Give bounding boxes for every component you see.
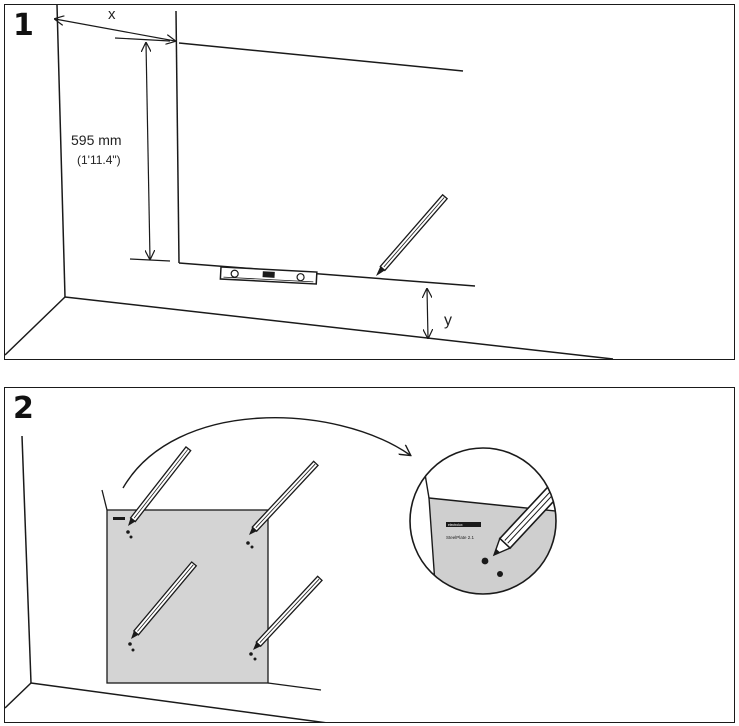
floor-corner-line <box>5 682 32 709</box>
wall-corner-line <box>56 5 66 298</box>
magnifier-circle-icon: electrolux SteelPlate 2.1 <box>409 447 557 595</box>
vertical-guide-line <box>175 10 180 264</box>
pencil-icon <box>128 446 192 526</box>
step-2-panel: 2 <box>4 387 735 723</box>
plate-floor-edge <box>267 682 322 691</box>
step-number: 1 <box>13 8 34 43</box>
floor-corner-line <box>5 296 66 356</box>
step-1-panel: 1 <box>4 4 735 360</box>
pencil-icon <box>253 575 323 650</box>
height-in-label: (1'11.4") <box>77 153 121 167</box>
pencil-icon <box>249 460 319 535</box>
step-2-illustration: electrolux SteelPlate 2.1 <box>5 417 557 722</box>
pencil-icon <box>492 456 556 557</box>
arrow-icon <box>122 417 410 489</box>
step-number: 2 <box>13 391 34 426</box>
step-1-illustration: x 595 mm (1'11.4") y <box>5 5 614 359</box>
zoom-brand-tag <box>446 522 481 527</box>
zoom-model-text: SteelPlate 2.1 <box>446 535 475 540</box>
y-dimension-arrow <box>427 289 428 338</box>
floor-line <box>64 296 614 359</box>
plate-brand-tag <box>113 517 125 520</box>
steel-plate <box>106 509 269 684</box>
floor-line <box>30 682 326 722</box>
x-label: x <box>108 6 116 23</box>
bottom-extension-line <box>129 258 171 262</box>
wall-corner-line <box>21 435 32 684</box>
mounting-holes <box>126 530 257 661</box>
x-dimension-arrow <box>55 19 175 41</box>
zoom-hole <box>481 557 489 565</box>
top-guide-line <box>178 42 464 72</box>
spirit-level-icon <box>219 266 318 285</box>
pencil-icon <box>131 561 198 639</box>
zoom-hole <box>497 571 503 577</box>
pencil-icon <box>376 193 449 276</box>
y-label: y <box>444 312 452 329</box>
plate-wall-edge <box>101 489 108 511</box>
height-dimension-arrow <box>146 43 150 259</box>
zoom-brand-text: electrolux <box>448 523 463 527</box>
height-mm-label: 595 mm <box>71 132 122 148</box>
